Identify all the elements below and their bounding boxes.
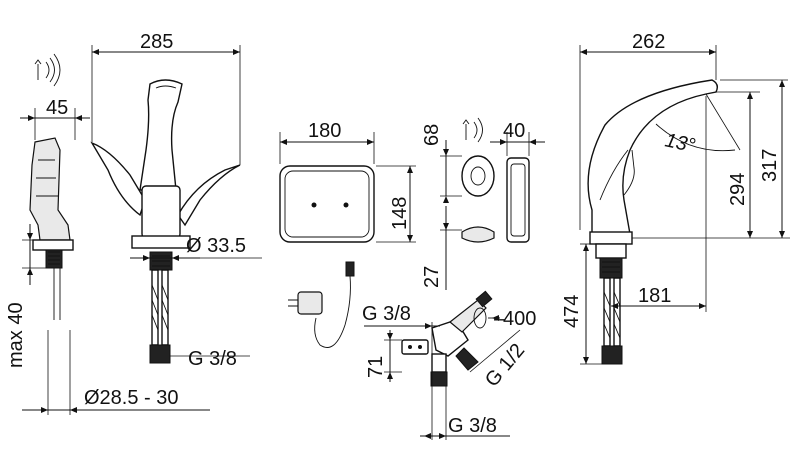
dim-plate-width: 180 — [308, 120, 341, 142]
dim-below-deck: 474 — [561, 295, 583, 328]
power-supply — [288, 261, 355, 348]
sensor-plate: 180 148 — [279, 120, 416, 243]
dim-front-width: 285 — [140, 31, 173, 53]
dim-sensor-height: 68 — [421, 124, 443, 146]
dim-spout-reach: 181 — [638, 285, 671, 307]
dim-valve-thread-bottom: G 3/8 — [448, 415, 497, 437]
wireless-signal-icon — [462, 117, 483, 143]
dim-valve-thread-top: G 3/8 — [362, 303, 411, 325]
dim-sensor-depth: 40 — [503, 120, 525, 142]
dim-valve-thread-side: G 1/2 — [481, 340, 529, 392]
side-sprayer — [29, 137, 74, 320]
dim-total-height: 317 — [759, 149, 781, 182]
front-view: 285 45 Ø 33.5 G 3/8 max 40 Ø28.5 - 30 — [5, 31, 262, 415]
dim-sensor-offset: 45 — [46, 97, 68, 119]
sensor-unit: 68 40 27 — [421, 117, 545, 290]
dim-hose-thread-front: G 3/8 — [188, 348, 237, 370]
dim-max-deck: max 40 — [5, 302, 27, 368]
solenoid-valve: G 3/8 400 – 71 G 1/2 G 3/8 — [362, 290, 536, 440]
svg-text:–: – — [494, 308, 506, 330]
side-view: 262 13° 294 317 474 181 — [561, 31, 790, 365]
dim-cable-length: 400 — [503, 308, 536, 330]
dim-plate-height: 148 — [389, 197, 411, 230]
faucet-front — [90, 79, 241, 364]
dim-hole-diameter: Ø28.5 - 30 — [84, 387, 179, 409]
dim-body-diameter: Ø 33.5 — [186, 235, 246, 257]
dim-sensor-gap: 27 — [421, 266, 443, 288]
dim-side-width: 262 — [632, 31, 665, 53]
dim-spout-angle: 13° — [663, 129, 697, 157]
dim-spout-height: 294 — [727, 173, 749, 206]
dim-valve-height: 71 — [365, 356, 387, 378]
wireless-signal-icon — [34, 53, 61, 87]
